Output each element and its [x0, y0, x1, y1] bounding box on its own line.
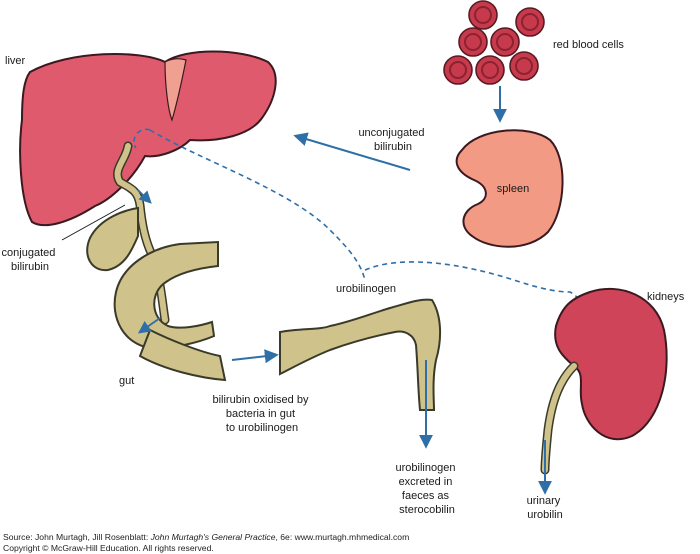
gut [113, 240, 227, 382]
gallbladder [86, 206, 139, 272]
source-prefix: Source: John Murtagh, Jill Rosenblatt: [3, 532, 151, 542]
bilirubin-oxidised-label: bilirubin oxidised by bacteria in gut to… [212, 394, 311, 434]
bilirubin-oxidised-line-2: bacteria in gut [226, 408, 295, 420]
conjugated-bilirubin-line-1: conjugated [2, 247, 56, 259]
gut-label: gut [119, 375, 134, 387]
liver [19, 50, 277, 227]
unconjugated-bilirubin-line-1: unconjugated [358, 127, 424, 139]
faeces-excretion-line-1: urobilinogen [396, 462, 456, 474]
red-blood-cells [443, 0, 545, 85]
source-book-title: John Murtagh's General Practice [150, 532, 276, 542]
red-blood-cell [509, 51, 539, 81]
conjugated-pointer [61, 204, 126, 241]
kidney [538, 287, 668, 495]
liver-shape [19, 50, 277, 227]
red-blood-cell [443, 55, 473, 85]
unconjugated-bilirubin-label: unconjugated bilirubin [358, 127, 427, 153]
source-citation: Source: John Murtagh, Jill Rosenblatt: J… [3, 532, 409, 542]
bilirubin-oxidised-line-1: bilirubin oxidised by [212, 394, 308, 406]
arrow-gut-to-colon [231, 349, 279, 364]
kidney-shape [554, 287, 668, 441]
red-blood-cell [490, 27, 520, 57]
unconjugated-bilirubin-line-2: bilirubin [374, 141, 412, 153]
conjugated-bilirubin-line-2: bilirubin [11, 261, 49, 273]
dashed-portal-circulation [133, 128, 366, 281]
kidneys-label: kidneys [647, 291, 685, 303]
colon [279, 298, 442, 449]
faeces-excretion-line-4: sterocobilin [399, 504, 455, 516]
falciform-ligament [164, 58, 187, 122]
arrow-into-gut [137, 317, 161, 334]
red-blood-cell [458, 27, 488, 57]
arrow-unconjugated-bilirubin [293, 132, 411, 171]
colon-segment [279, 298, 442, 411]
urinary-urobilin-label: urinary urobilin [527, 495, 564, 521]
faeces-excretion-line-2: excreted in [399, 476, 453, 488]
red-blood-cell [468, 0, 498, 30]
duodenum [113, 240, 219, 350]
conjugated-bilirubin-label: conjugated bilirubin [2, 247, 59, 273]
liver-label: liver [5, 55, 26, 67]
urinary-urobilin-line-2: urobilin [527, 509, 562, 521]
red-blood-cell [475, 55, 505, 85]
urinary-urobilin-line-1: urinary [527, 495, 561, 507]
arrow-bile-flow [137, 189, 152, 204]
copyright-notice: Copyright © McGraw-Hill Education. All r… [3, 543, 214, 553]
spleen-label: spleen [497, 183, 529, 195]
red-blood-cells-label: red blood cells [553, 39, 624, 51]
bilirubin-oxidised-line-3: to urobilinogen [226, 422, 298, 434]
faeces-excretion-label: urobilinogen excreted in faeces as stero… [396, 462, 459, 516]
red-blood-cell [515, 7, 545, 37]
spleen [455, 129, 564, 248]
urobilinogen-label: urobilinogen [336, 283, 396, 295]
duodenum-lower-limb [138, 328, 227, 382]
source-suffix: , 6e: www.murtagh.mhmedical.com [275, 532, 410, 542]
faeces-excretion-line-3: faeces as [402, 490, 450, 502]
